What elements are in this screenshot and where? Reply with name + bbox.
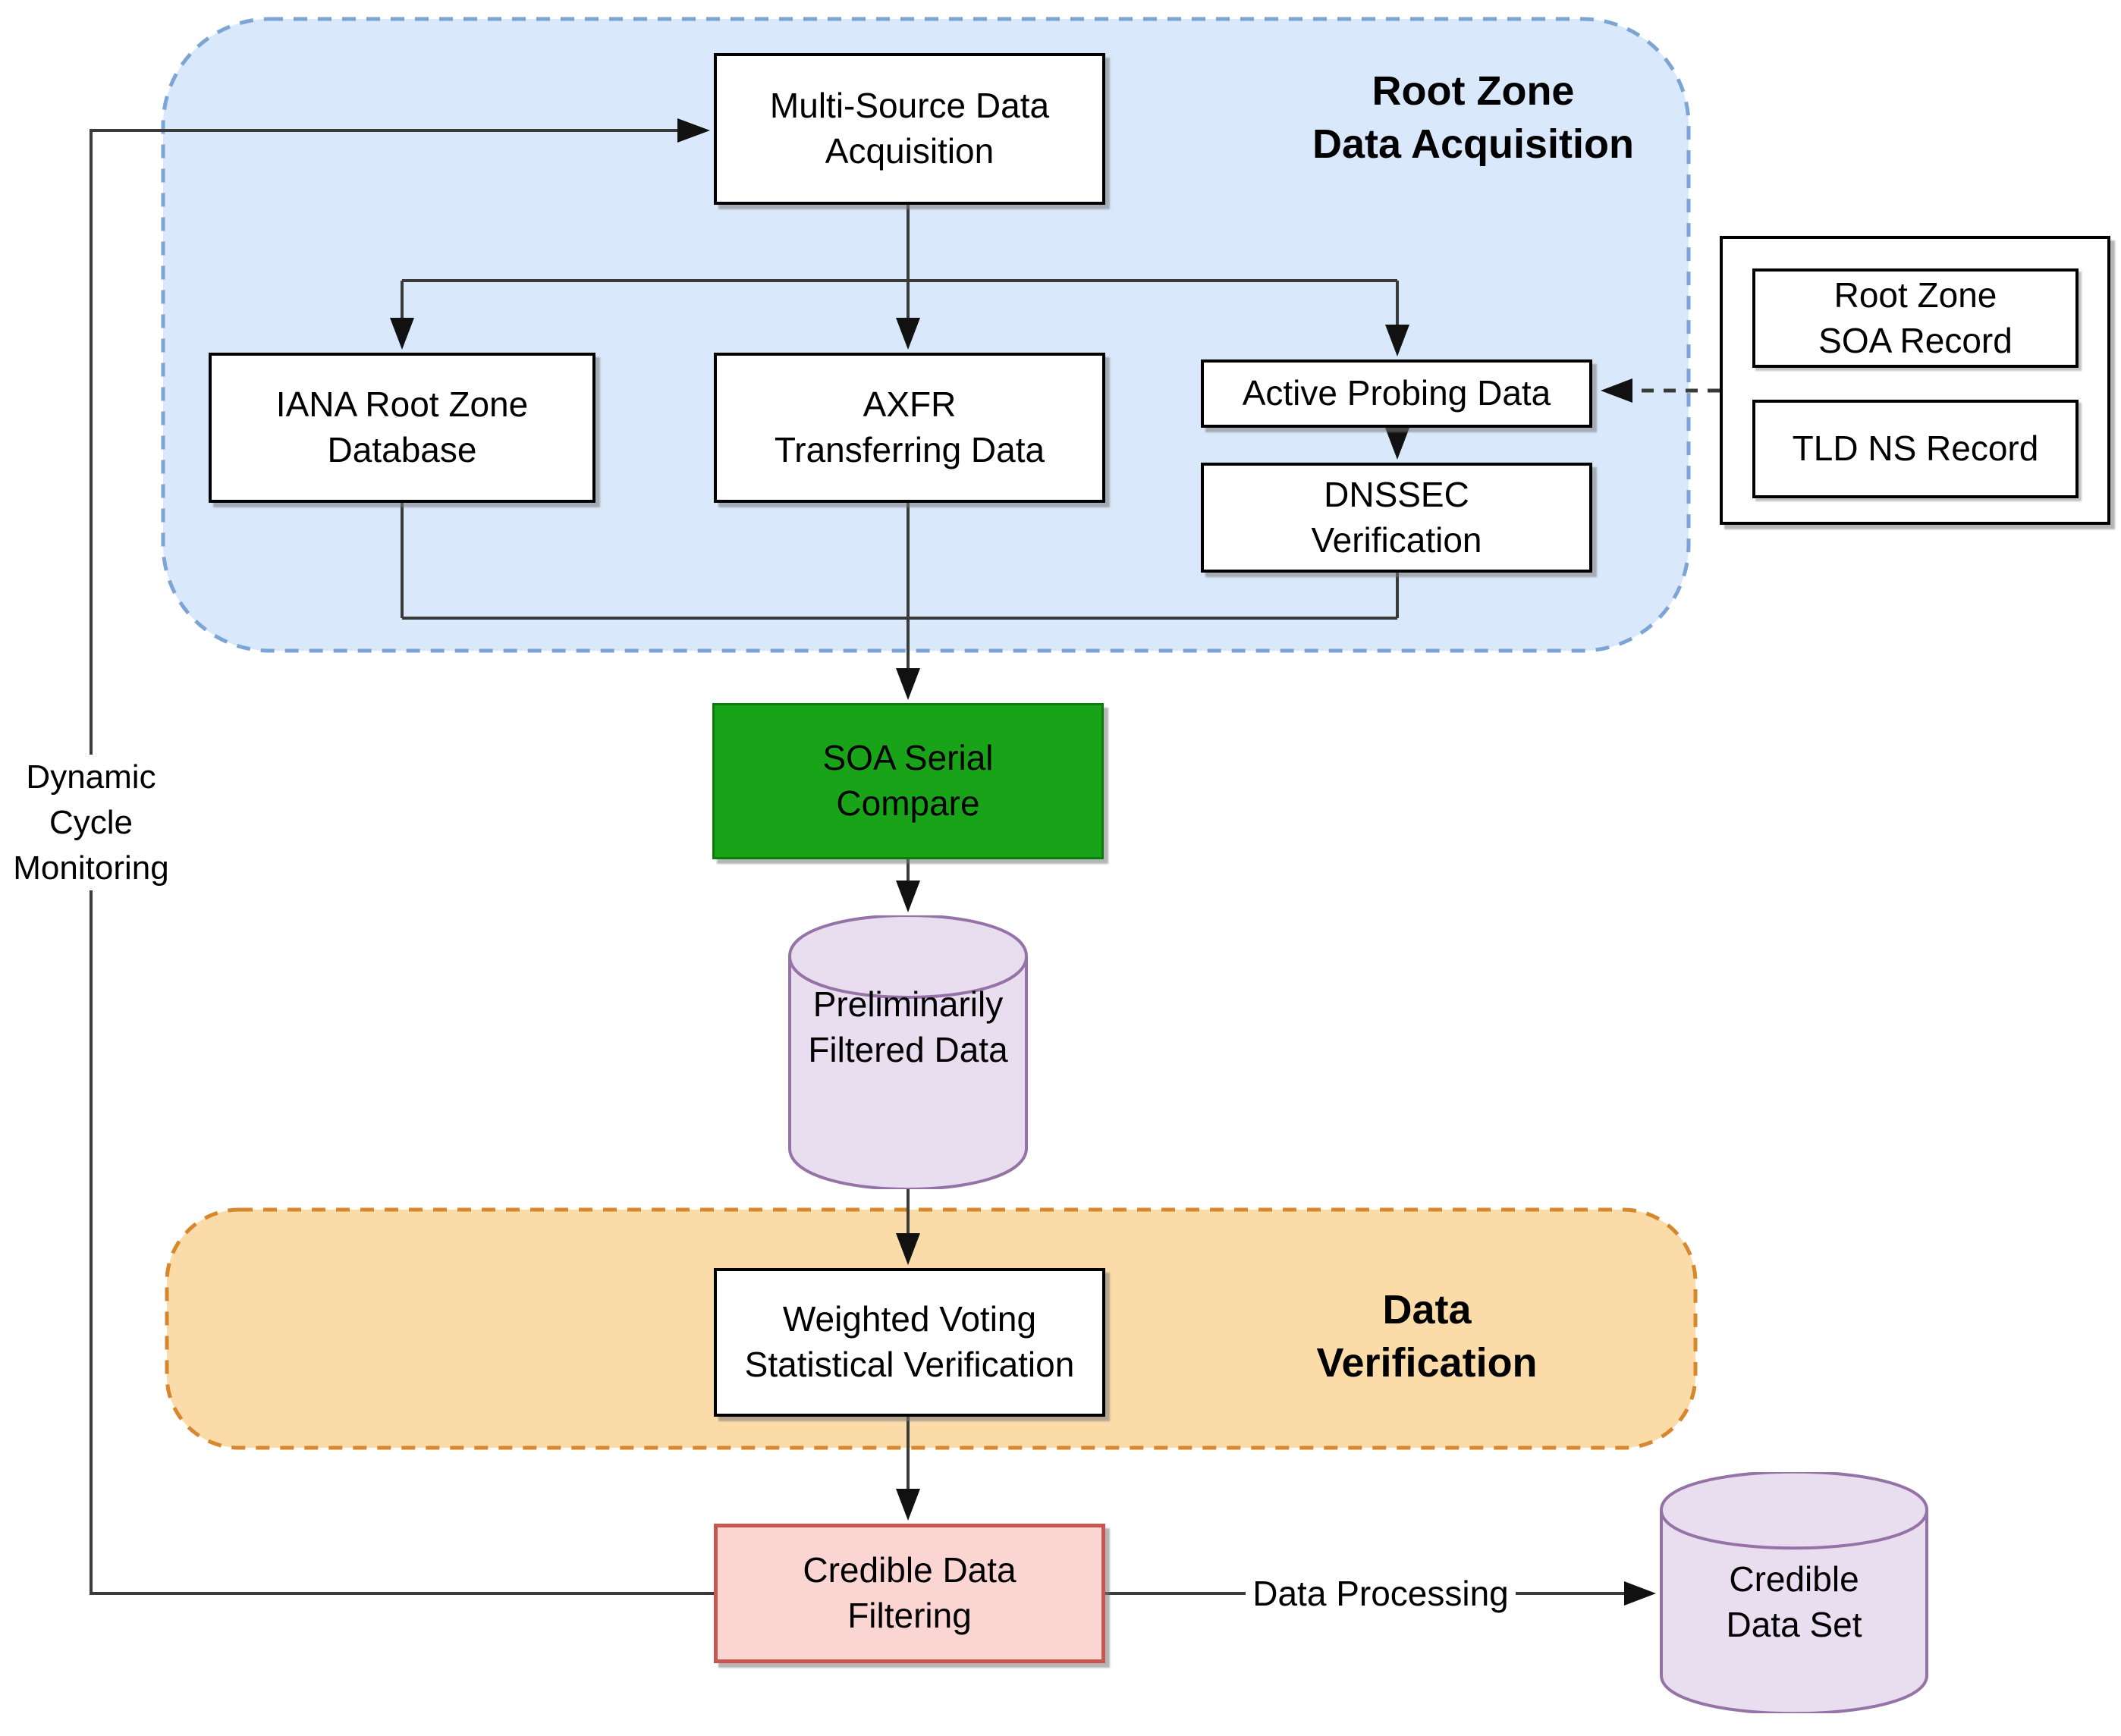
node-tld-ns-record: TLD NS Record [1752, 400, 2079, 498]
datastore-label: Credible Data Set [1726, 1559, 1862, 1644]
cylinder-top-arc [788, 956, 1028, 999]
arrowhead-into-active-probing [1385, 325, 1409, 356]
title-root-zone-data-acquisition: Root Zone Data Acquisition [1312, 68, 1635, 168]
datastore-label: Preliminarily Filtered Data [808, 984, 1008, 1069]
cylinder-body [1660, 1470, 1928, 1716]
node-root-zone-soa-record: Root Zone SOA Record [1752, 268, 2079, 368]
cylinder-top-arc [1660, 1509, 1928, 1550]
datastore-preliminarily-filtered-data: Preliminarily Filtered Data [787, 914, 1029, 1191]
arrowhead-into-multisource [677, 118, 710, 143]
node-credible-data-filtering: Credible Data Filtering [714, 1524, 1105, 1663]
arrowhead-into-axfr [896, 318, 920, 350]
node-soa-serial-compare: SOA Serial Compare [712, 703, 1104, 859]
arrowhead-into-iana [390, 318, 414, 350]
arrowhead-into-prelim-cylinder [896, 881, 920, 912]
arrowhead-dashed-into-active [1601, 378, 1632, 403]
node-dnssec-verification: DNSSEC Verification [1201, 463, 1592, 573]
arrowhead-into-credible-cylinder [1624, 1581, 1656, 1606]
node-axfr-transferring-data: AXFR Transferring Data [714, 353, 1105, 503]
arrowhead-into-filtering [896, 1489, 920, 1521]
node-weighted-voting-statistical-verification: Weighted Voting Statistical Verification [714, 1268, 1105, 1417]
datastore-credible-data-set: Credible Data Set [1659, 1470, 1929, 1716]
arrowhead-into-dnssec [1385, 428, 1409, 460]
arrowhead-into-soa-serial [896, 668, 920, 700]
edge-label-dynamic-cycle-monitoring: Dynamic Cycle Monitoring [2, 755, 181, 891]
arrowhead-into-weighted [896, 1233, 920, 1265]
node-active-probing-data: Active Probing Data [1201, 359, 1592, 428]
edge-dynamic-cycle-loop [90, 129, 714, 1595]
cylinder-body [788, 914, 1028, 1191]
node-multi-source-data-acquisition: Multi-Source Data Acquisition [714, 53, 1105, 205]
title-data-verification: Data Verification [1316, 1287, 1538, 1386]
edge-label-data-processing: Data Processing [1246, 1570, 1516, 1618]
node-iana-root-zone-database: IANA Root Zone Database [209, 353, 595, 503]
